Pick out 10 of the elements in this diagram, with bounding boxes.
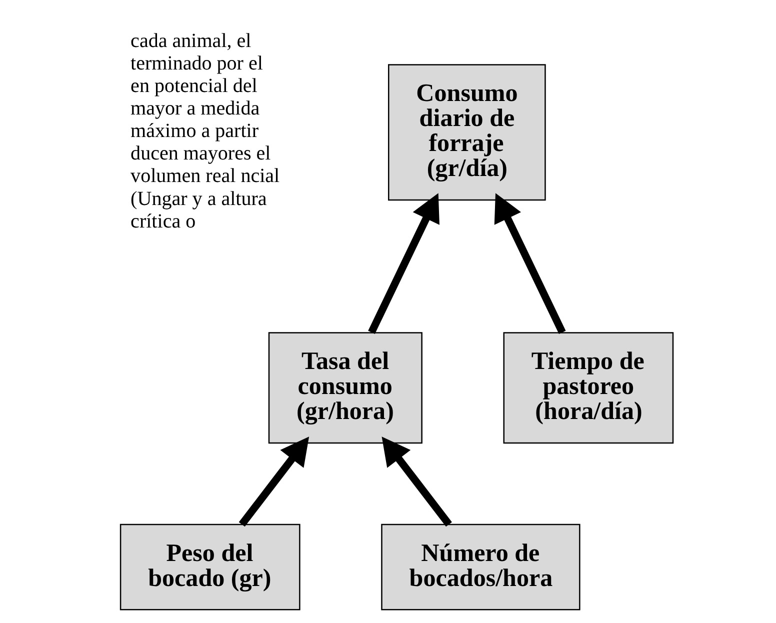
node-box: Tiempo de pastoreo (hora/día) [503,332,674,444]
arrow [494,193,566,334]
arrow [238,436,310,527]
arrow [382,436,452,527]
node-box: Peso del bocado (gr) [120,524,300,610]
node-box: Tasa del consumo (gr/hora) [268,332,422,444]
label: cada animal, el terminado por el en potencial del mayor a medida máximo a partir ducen mayores el volumen real ncial (Ungar y a altura crítica o [130,30,280,232]
arrow [368,193,440,334]
node-box: Número de bocados/hora [381,524,580,610]
node-box: Consumo diario de forraje (gr/día) [388,64,546,201]
